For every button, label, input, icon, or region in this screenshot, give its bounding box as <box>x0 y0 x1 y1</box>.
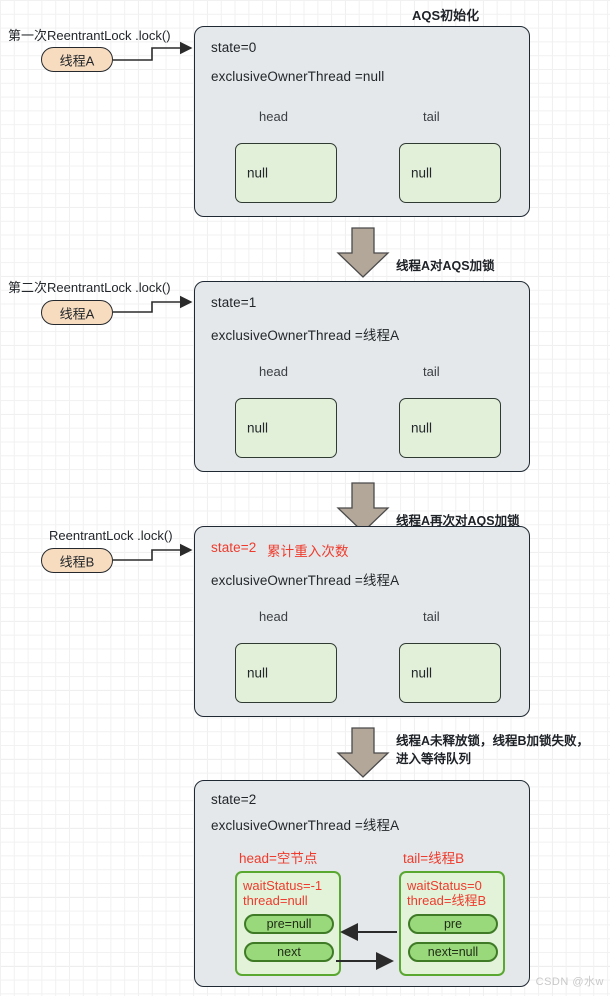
tail-node-thread: thread=线程B <box>407 893 487 908</box>
transition-label-t3-line2: 进入等待队列 <box>396 752 472 766</box>
tail-null-value: null <box>411 165 433 181</box>
thread-pill-stage-lock1[interactable]: 线程A <box>41 300 113 325</box>
head-label-stage-queue: head=空节点 <box>239 851 318 866</box>
head-null-box-stage-reentrant: null <box>235 643 337 703</box>
caller-label-stage-reentrant: ReentrantLock .lock() <box>49 528 173 543</box>
head-null-value: null <box>247 165 269 181</box>
caller-label-stage-lock1: 第二次ReentrantLock .lock() <box>8 280 171 295</box>
tail-node-next-pill: next=null <box>408 942 498 962</box>
owner-line-stage-queue: exclusiveOwnerThread =线程A <box>211 818 400 833</box>
tail-null-box-stage-lock1: null <box>399 398 501 458</box>
down-arrow-t2 <box>336 482 390 533</box>
head-node-next-label: next <box>277 945 301 959</box>
thread-pill-stage-reentrant[interactable]: 线程B <box>41 548 113 573</box>
head-null-value: null <box>247 665 269 681</box>
head-node-thread: thread=null <box>243 893 308 908</box>
state-line-stage-reentrant: state=2 <box>211 540 257 555</box>
tail-node-waitstatus: waitStatus=0 <box>407 878 482 893</box>
caller-label-stage-init: 第一次ReentrantLock .lock() <box>8 28 171 43</box>
owner-line-stage-init: exclusiveOwnerThread =null <box>211 69 385 84</box>
tail-node-next-label: next=null <box>427 945 479 959</box>
head-label-stage-init: head <box>259 109 288 124</box>
thread-pill-label: 线程A <box>59 306 95 321</box>
tail-label-stage-lock1: tail <box>423 364 440 379</box>
transition-label-t1: 线程A对AQS加锁 <box>396 259 495 273</box>
tail-label-stage-reentrant: tail <box>423 609 440 624</box>
owner-line-stage-lock1: exclusiveOwnerThread =线程A <box>211 328 400 343</box>
state-line-stage-queue: state=2 <box>211 792 257 807</box>
aqs-panel-stage-queue: state=2 exclusiveOwnerThread =线程A head=空… <box>194 780 530 987</box>
aqs-panel-stage-lock1: state=1 exclusiveOwnerThread =线程A head t… <box>194 281 530 472</box>
state-note-stage-reentrant: 累计重入次数 <box>267 544 349 559</box>
tail-node-pre-label: pre <box>443 917 463 931</box>
head-null-box-stage-init: null <box>235 143 337 203</box>
down-arrow-t1 <box>336 227 390 278</box>
head-null-value: null <box>247 420 269 436</box>
head-node-next-pill: next <box>244 942 334 962</box>
tail-label-stage-queue: tail=线程B <box>403 851 465 866</box>
transition-label-t3-line1: 线程A未释放锁，线程B加锁失败， <box>396 734 590 748</box>
transition-label-t2: 线程A再次对AQS加锁 <box>396 514 520 528</box>
aqs-panel-stage-init: state=0 exclusiveOwnerThread =null head … <box>194 26 530 217</box>
tail-null-value: null <box>411 665 433 681</box>
head-label-stage-reentrant: head <box>259 609 288 624</box>
queue-tail-node: waitStatus=0 thread=线程B pre next=null <box>399 871 505 976</box>
diagram-title: AQS初始化 <box>412 8 480 23</box>
head-label-stage-lock1: head <box>259 364 288 379</box>
thread-pill-label: 线程B <box>59 554 95 569</box>
aqs-panel-stage-reentrant: state=2 累计重入次数 exclusiveOwnerThread =线程A… <box>194 526 530 717</box>
state-line-stage-init: state=0 <box>211 40 257 55</box>
tail-label-stage-init: tail <box>423 109 440 124</box>
state-line-stage-lock1: state=1 <box>211 295 257 310</box>
tail-node-pre-pill: pre <box>408 914 498 934</box>
head-node-pre-pill: pre=null <box>244 914 334 934</box>
owner-line-stage-reentrant: exclusiveOwnerThread =线程A <box>211 573 400 588</box>
thread-pill-stage-init[interactable]: 线程A <box>41 47 113 72</box>
head-node-pre-label: pre=null <box>266 917 312 931</box>
head-null-box-stage-lock1: null <box>235 398 337 458</box>
tail-null-box-stage-reentrant: null <box>399 643 501 703</box>
thread-pill-label: 线程A <box>59 53 95 68</box>
tail-null-value: null <box>411 420 433 436</box>
tail-null-box-stage-init: null <box>399 143 501 203</box>
watermark: CSDN @水w <box>535 976 604 988</box>
head-node-waitstatus: waitStatus=-1 <box>243 878 323 893</box>
down-arrow-t3 <box>336 727 390 778</box>
queue-head-node: waitStatus=-1 thread=null pre=null next <box>235 871 341 976</box>
